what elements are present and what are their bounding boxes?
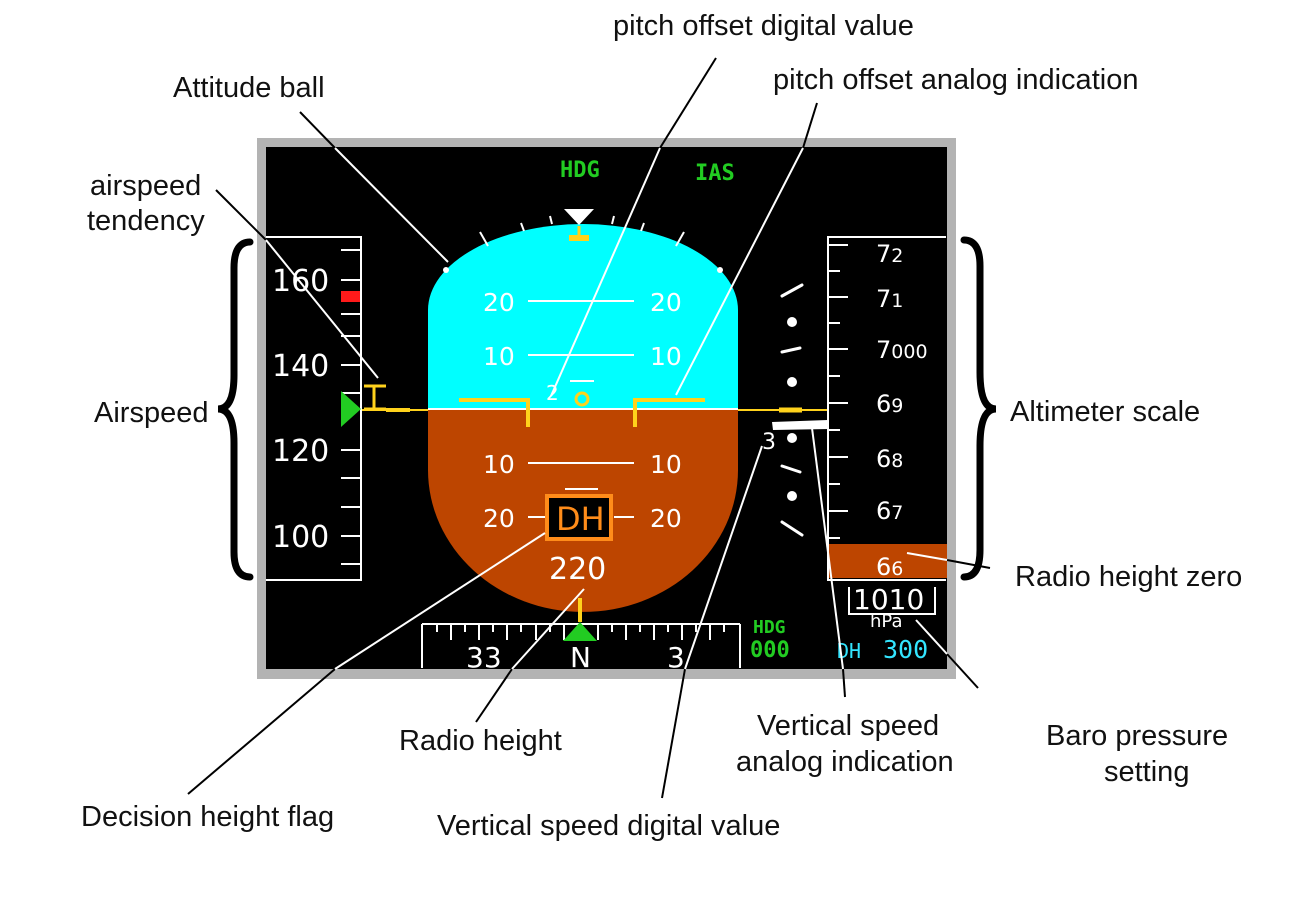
- label-airspeed-tendency-line1: airspeed: [90, 170, 201, 202]
- label-pitch-offset-analog: pitch offset analog indication: [773, 64, 1138, 96]
- label-altimeter-scale: Altimeter scale: [1010, 396, 1200, 428]
- pitch-label-down-20-right: 20: [650, 504, 682, 533]
- pitch-label-down-10-left: 10: [483, 450, 515, 479]
- altimeter-label-6600: 66: [876, 553, 903, 581]
- label-vs-analog-line1: Vertical speed: [757, 710, 939, 742]
- pitch-label-up-10-right: 10: [650, 342, 682, 371]
- altimeter-label-7200: 72: [876, 240, 903, 268]
- airspeed-ticks: [341, 249, 361, 565]
- altimeter-label-6800: 68: [876, 445, 903, 473]
- radio-height-value: 220: [549, 552, 606, 587]
- label-decision-height-flag: Decision height flag: [81, 801, 334, 833]
- selected-heading-label: HDG: [753, 617, 786, 638]
- altimeter-tape: [827, 236, 946, 581]
- altimeter-brace: [960, 236, 997, 581]
- vertical-speed-digital-value: 3: [762, 430, 776, 455]
- ias-mode-annunciation: IAS: [695, 161, 735, 186]
- label-vs-analog-line2: analog indication: [736, 746, 954, 778]
- heading-bug-icon: [563, 622, 597, 641]
- baro-pressure-value: 1010: [853, 583, 924, 616]
- target-speed-bug-icon: [341, 391, 361, 427]
- altimeter-ticks: [828, 244, 848, 539]
- overspeed-bar: [341, 291, 360, 302]
- pitch-label-up-20-right: 20: [650, 288, 682, 317]
- label-attitude-ball: Attitude ball: [173, 72, 325, 104]
- vertical-speed-scale: [780, 283, 804, 537]
- altimeter-label-6700: 67: [876, 497, 903, 525]
- pitch-label-down-20-left: 20: [483, 504, 515, 533]
- pitch-ladder: [528, 300, 634, 518]
- airspeed-brace: [217, 238, 254, 581]
- radio-height-zero-bar: [829, 544, 947, 578]
- label-baro-pressure-line2: setting: [1104, 756, 1189, 788]
- vertical-speed-dots: [787, 317, 797, 501]
- baro-box: [848, 587, 936, 615]
- pitch-label-up-20-left: 20: [483, 288, 515, 317]
- label-vs-digital: Vertical speed digital value: [437, 810, 780, 842]
- label-airspeed-tendency-line2: tendency: [87, 205, 205, 237]
- label-radio-height: Radio height: [399, 725, 562, 757]
- dh-setting-value: 300: [883, 635, 928, 664]
- vertical-speed-pointer: [772, 420, 829, 430]
- selected-heading-value: 000: [750, 638, 790, 663]
- airspeed-label-100: 100: [272, 520, 329, 555]
- roll-scale: [443, 215, 723, 273]
- label-pitch-offset-digital: pitch offset digital value: [613, 10, 914, 42]
- airspeed-label-140: 140: [272, 349, 329, 384]
- altimeter-label-7100: 71: [876, 285, 903, 313]
- heading-scale: [421, 623, 741, 668]
- pitch-label-up-10-left: 10: [483, 342, 515, 371]
- label-radio-height-zero: Radio height zero: [1015, 561, 1242, 593]
- pitch-label-down-10-right: 10: [650, 450, 682, 479]
- baro-pressure-unit: hPa: [870, 611, 902, 632]
- label-airspeed: Airspeed: [94, 397, 208, 429]
- altimeter-label-6900: 69: [876, 390, 903, 418]
- label-baro-pressure-line1: Baro pressure: [1046, 720, 1228, 752]
- airspeed-tape: [266, 236, 362, 581]
- decision-height-flag: DH: [545, 494, 613, 541]
- roll-pointer-icon: [564, 209, 594, 225]
- sky-area: [428, 224, 738, 409]
- sky-pointer-icon: [569, 226, 589, 241]
- hdg-mode-annunciation: HDG: [560, 158, 600, 183]
- dh-flag-text: DH: [556, 500, 605, 538]
- heading-label-n: N: [570, 641, 591, 674]
- heading-label-3: 3: [667, 641, 685, 674]
- leader-lines: [187, 57, 991, 799]
- airspeed-label-120: 120: [272, 434, 329, 469]
- airspeed-tendency-icon: [364, 384, 386, 411]
- altimeter-label-7000: 7000: [876, 336, 928, 364]
- heading-label-33: 33: [466, 641, 502, 674]
